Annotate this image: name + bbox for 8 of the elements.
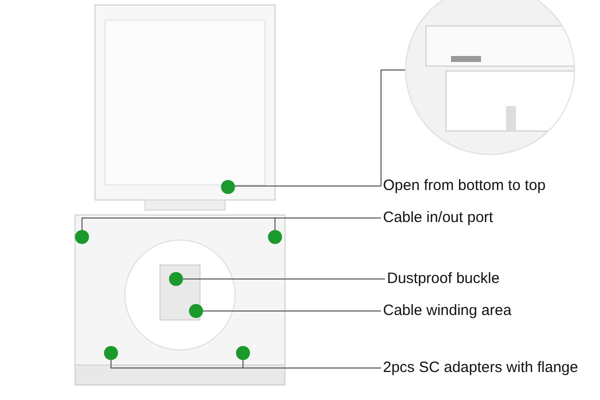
callout-label: Cable in/out port: [383, 209, 494, 227]
callout-label: 2pcs SC adapters with flange: [383, 359, 578, 377]
leader-line: [182, 278, 386, 280]
leader-line: [202, 310, 382, 312]
leader-line: [380, 70, 406, 186]
callout-label: Dustproof buckle: [387, 270, 500, 288]
callout-label: Open from bottom to top: [383, 177, 546, 195]
callout-label: Cable winding area: [383, 302, 512, 320]
